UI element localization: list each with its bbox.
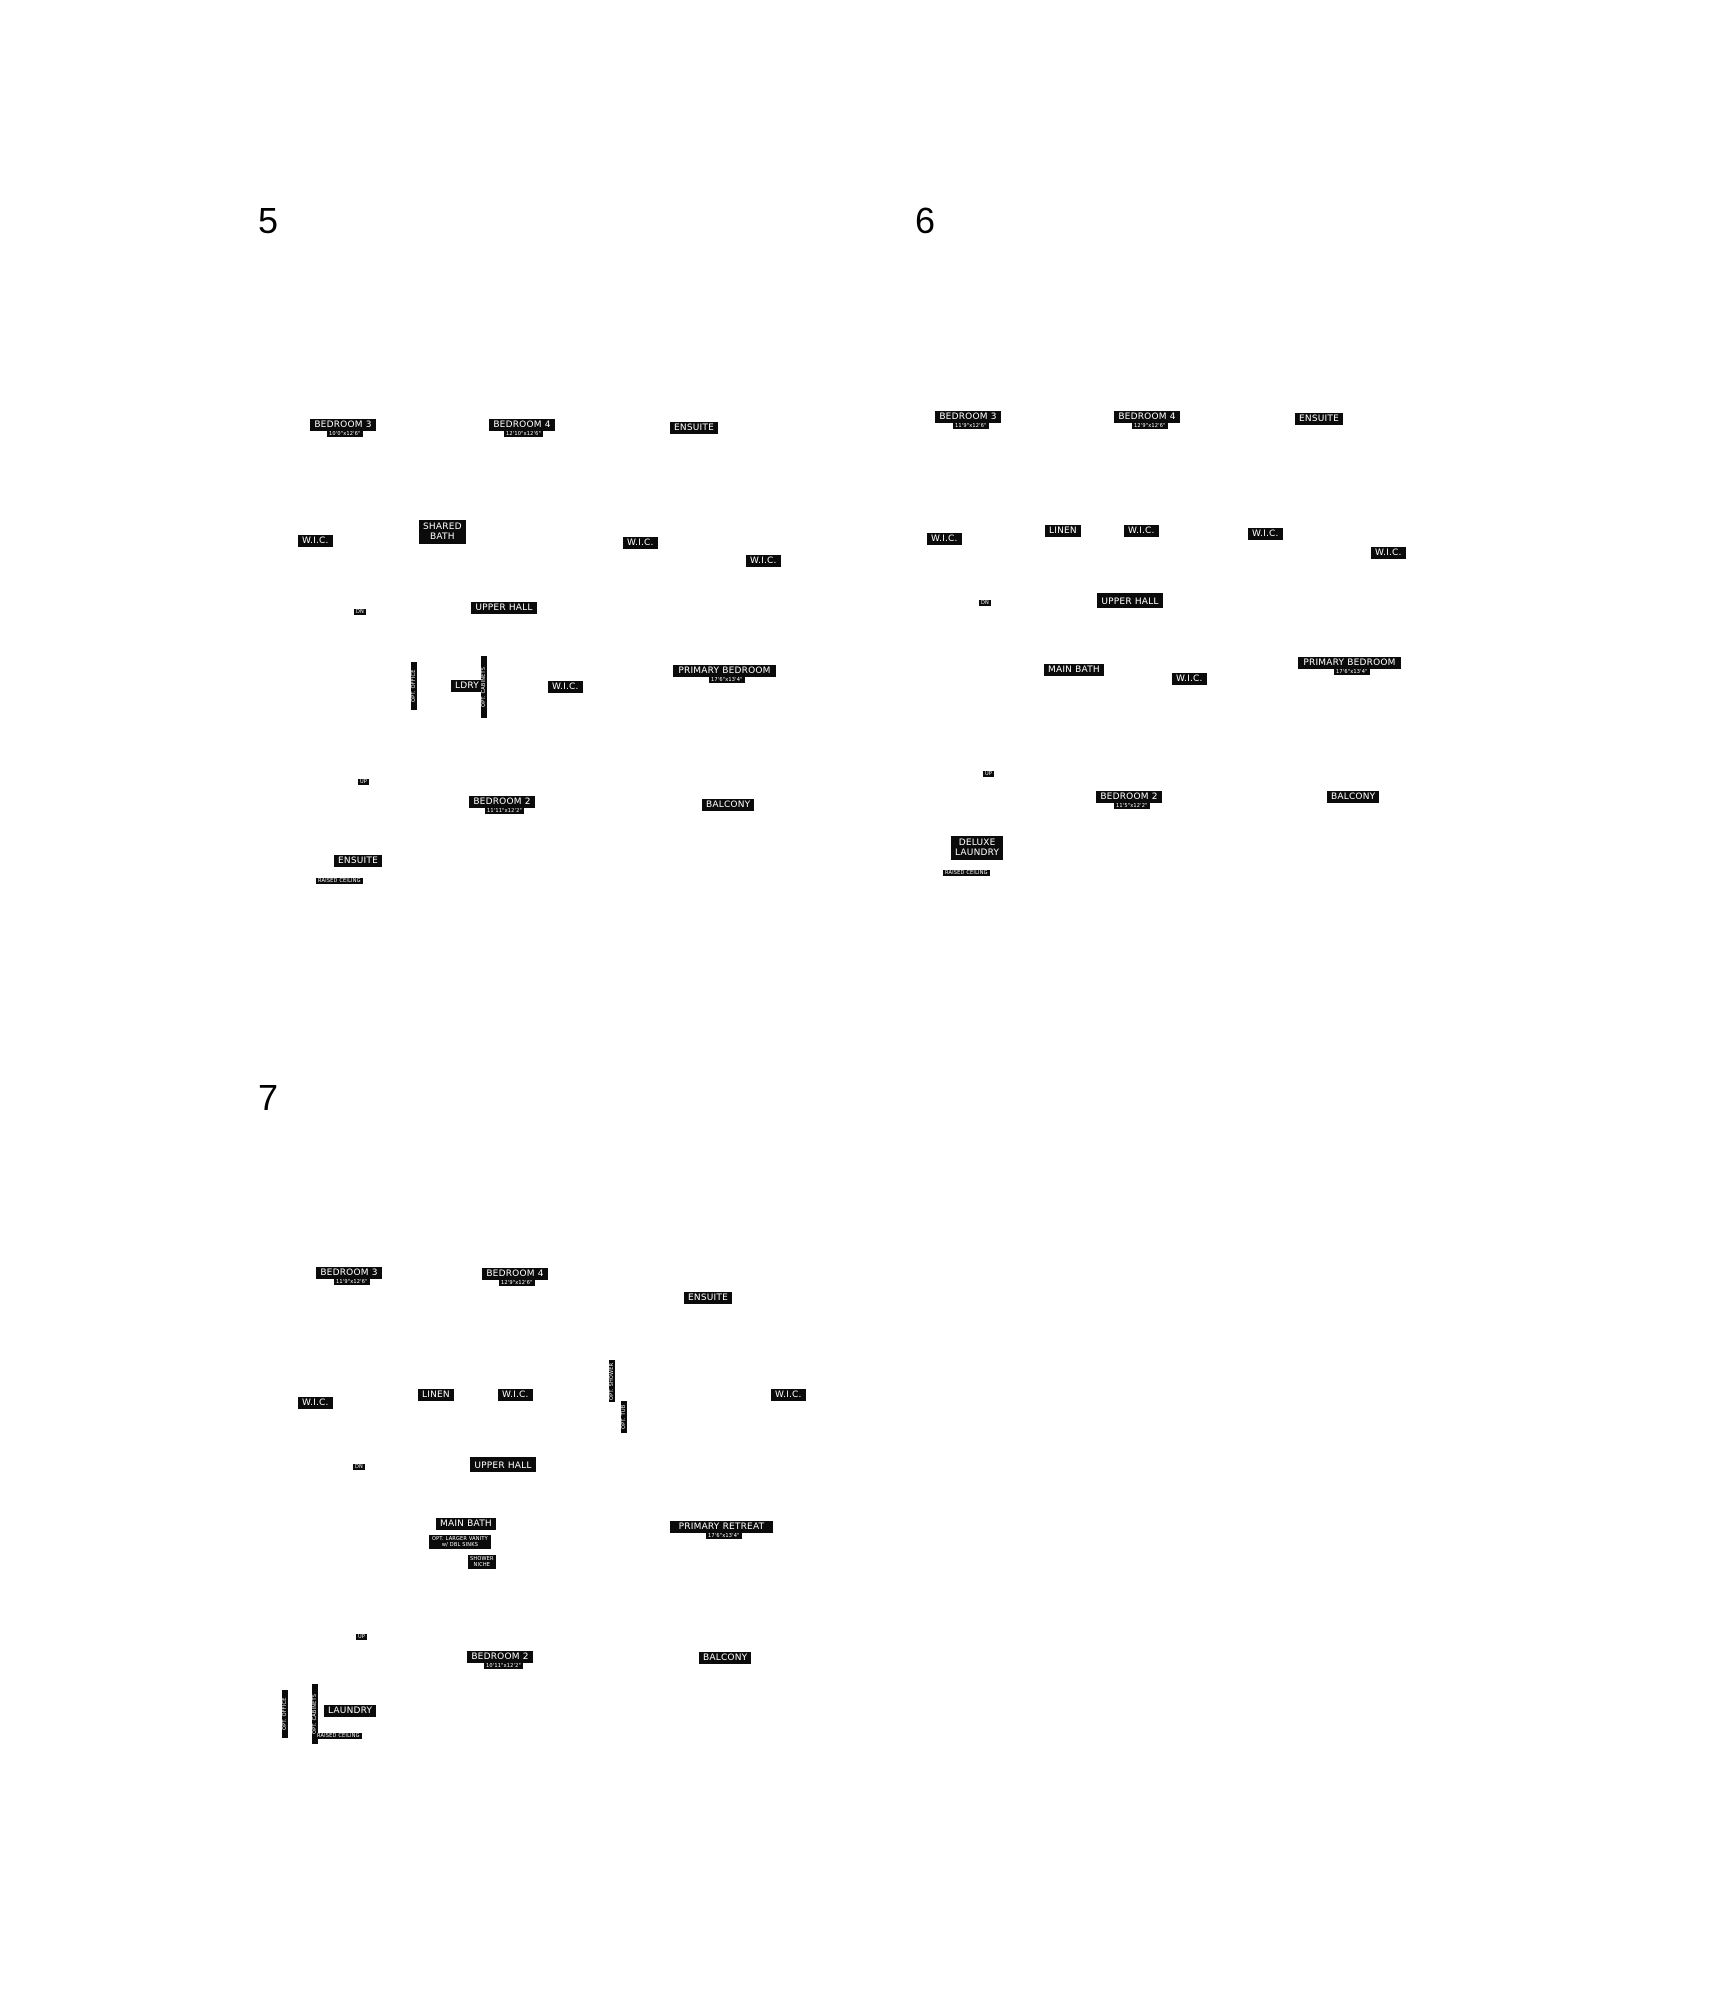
room-label-ensuite: ENSUITE bbox=[684, 1292, 732, 1304]
room-label-primary-bedroom: PRIMARY BEDROOM bbox=[1298, 657, 1401, 669]
room-name: PRIMARY BEDROOM bbox=[678, 666, 771, 676]
room-label-main-bath: MAIN BATH bbox=[1044, 664, 1104, 676]
room-label-balcony: BALCONY bbox=[699, 1652, 752, 1664]
room-label-wic: W.I.C. bbox=[1172, 673, 1207, 685]
room-label-bedroom-2: BEDROOM 2 bbox=[467, 1651, 533, 1663]
room-label-deluxe-laundry: DELUXE LAUNDRY bbox=[951, 836, 1004, 860]
room-label-balcony: BALCONY bbox=[1327, 791, 1380, 803]
option-label-vertical: OPT. CABINETS bbox=[481, 656, 487, 718]
room-dimension: 11'11"x12'2" bbox=[485, 808, 524, 814]
room-label-primary-retreat: PRIMARY RETREAT bbox=[670, 1521, 773, 1533]
room-dimension: 10'11"x12'2" bbox=[484, 1663, 523, 1669]
room-dimension: 17'6"x13'4" bbox=[706, 1533, 742, 1539]
option-text: SHOWER NICHE bbox=[470, 1556, 494, 1568]
room-label-bedroom-3: BEDROOM 3 bbox=[316, 1267, 382, 1279]
room-label-bedroom-4: BEDROOM 4 bbox=[489, 419, 555, 431]
room-label-upper-hall: UPPER HALL bbox=[1097, 593, 1163, 608]
room-label-wic: W.I.C. bbox=[298, 535, 333, 547]
room-dimension: 12'9"x12'6" bbox=[1132, 423, 1168, 429]
plan-number: 6 bbox=[915, 200, 936, 241]
room-dimension: 17'6"x13'4" bbox=[1334, 669, 1370, 675]
room-label-wic: W.I.C. bbox=[1371, 547, 1406, 559]
room-label-bedroom-4: BEDROOM 4 bbox=[482, 1268, 548, 1280]
room-name: BEDROOM 3 bbox=[314, 420, 372, 430]
note-raised-ceiling: RAISED CEILING bbox=[316, 878, 363, 884]
room-label-wic: W.I.C. bbox=[1248, 528, 1283, 540]
room-label-wic: W.I.C. bbox=[1124, 525, 1159, 537]
plan-number: 7 bbox=[258, 1077, 279, 1118]
room-name: PRIMARY RETREAT bbox=[678, 1522, 765, 1532]
room-label-ldry: LDRY bbox=[451, 680, 483, 692]
room-label-wic: W.I.C. bbox=[498, 1389, 533, 1401]
room-label-ensuite: ENSUITE bbox=[670, 422, 718, 434]
room-name: BEDROOM 2 bbox=[1100, 792, 1158, 802]
stair-label-down: DN bbox=[353, 1464, 365, 1470]
option-label-vertical: OPT. TUB bbox=[621, 1401, 627, 1433]
room-name: SHARED BATH bbox=[423, 522, 462, 542]
room-label-bedroom-3: BEDROOM 3 bbox=[310, 419, 376, 431]
room-label-wic: W.I.C. bbox=[548, 681, 583, 693]
room-name: BEDROOM 3 bbox=[939, 412, 997, 422]
room-label-wic: W.I.C. bbox=[771, 1389, 806, 1401]
room-label-primary-bedroom: PRIMARY BEDROOM bbox=[673, 665, 776, 677]
option-label-vertical: OPT. OFFICE bbox=[282, 1690, 288, 1738]
room-dimension: 12'10"x12'6" bbox=[504, 431, 543, 437]
option-text: OPT. LARGER VANITY w/ DBL SINKS bbox=[432, 1536, 488, 1548]
option-label-larger-vanity: OPT. LARGER VANITY w/ DBL SINKS bbox=[429, 1535, 491, 1549]
room-label-bedroom-2: BEDROOM 2 bbox=[1096, 791, 1162, 803]
room-name: BEDROOM 4 bbox=[493, 420, 551, 430]
room-label-main-bath: MAIN BATH bbox=[436, 1518, 496, 1530]
stair-label-up: UP bbox=[983, 771, 995, 777]
room-label-ensuite: ENSUITE bbox=[334, 855, 382, 867]
room-label-ensuite: ENSUITE bbox=[1295, 413, 1343, 425]
room-dimension: 12'9"x12'6" bbox=[499, 1280, 535, 1286]
note-raised-ceiling: RAISED CEILING bbox=[943, 870, 990, 876]
stair-label-up: UP bbox=[356, 1634, 368, 1640]
room-dimension: 17'6"x13'4" bbox=[709, 677, 745, 683]
room-name: PRIMARY BEDROOM bbox=[1303, 658, 1396, 668]
room-name: BEDROOM 2 bbox=[471, 1652, 529, 1662]
room-name: DELUXE LAUNDRY bbox=[955, 838, 1000, 858]
room-label-bedroom-2: BEDROOM 2 bbox=[469, 796, 535, 808]
room-dimension: 11'9"x12'6" bbox=[334, 1279, 370, 1285]
room-dimension: 11'5"x12'2" bbox=[1114, 803, 1150, 809]
room-dimension: 11'9"x12'6" bbox=[953, 423, 989, 429]
room-label-balcony: BALCONY bbox=[702, 799, 755, 811]
note-raised-ceiling: RAISED CEILING bbox=[315, 1733, 362, 1739]
room-label-bedroom-3: BEDROOM 3 bbox=[935, 411, 1001, 423]
room-dimension: 10'0"x12'6" bbox=[327, 431, 363, 437]
room-name: BEDROOM 4 bbox=[1118, 412, 1176, 422]
option-label-vertical: OPT. SHOWER bbox=[609, 1360, 615, 1402]
room-label-linen: LINEN bbox=[1045, 525, 1081, 537]
option-label-shower-niche: SHOWER NICHE bbox=[468, 1555, 496, 1569]
room-label-wic: W.I.C. bbox=[298, 1397, 333, 1409]
room-label-upper-hall: UPPER HALL bbox=[471, 602, 537, 614]
room-label-linen: LINEN bbox=[418, 1389, 454, 1401]
room-name: BEDROOM 2 bbox=[473, 797, 531, 807]
stair-label-down: DN bbox=[979, 600, 991, 606]
plan-number: 5 bbox=[258, 200, 279, 241]
room-name: BEDROOM 4 bbox=[486, 1269, 544, 1279]
stair-label-down: DN bbox=[354, 609, 366, 615]
room-name: BEDROOM 3 bbox=[320, 1268, 378, 1278]
room-label-wic: W.I.C. bbox=[927, 533, 962, 545]
room-label-bedroom-4: BEDROOM 4 bbox=[1114, 411, 1180, 423]
option-label-vertical: OPT. OFFICE bbox=[411, 662, 417, 710]
room-label-upper-hall: UPPER HALL bbox=[470, 1457, 536, 1472]
room-label-wic: W.I.C. bbox=[623, 537, 658, 549]
room-label-shared-bath: SHARED BATH bbox=[419, 520, 466, 544]
room-label-laundry: LAUNDRY bbox=[324, 1705, 377, 1717]
stair-label-up: UP bbox=[358, 779, 370, 785]
room-label-wic: W.I.C. bbox=[746, 555, 781, 567]
